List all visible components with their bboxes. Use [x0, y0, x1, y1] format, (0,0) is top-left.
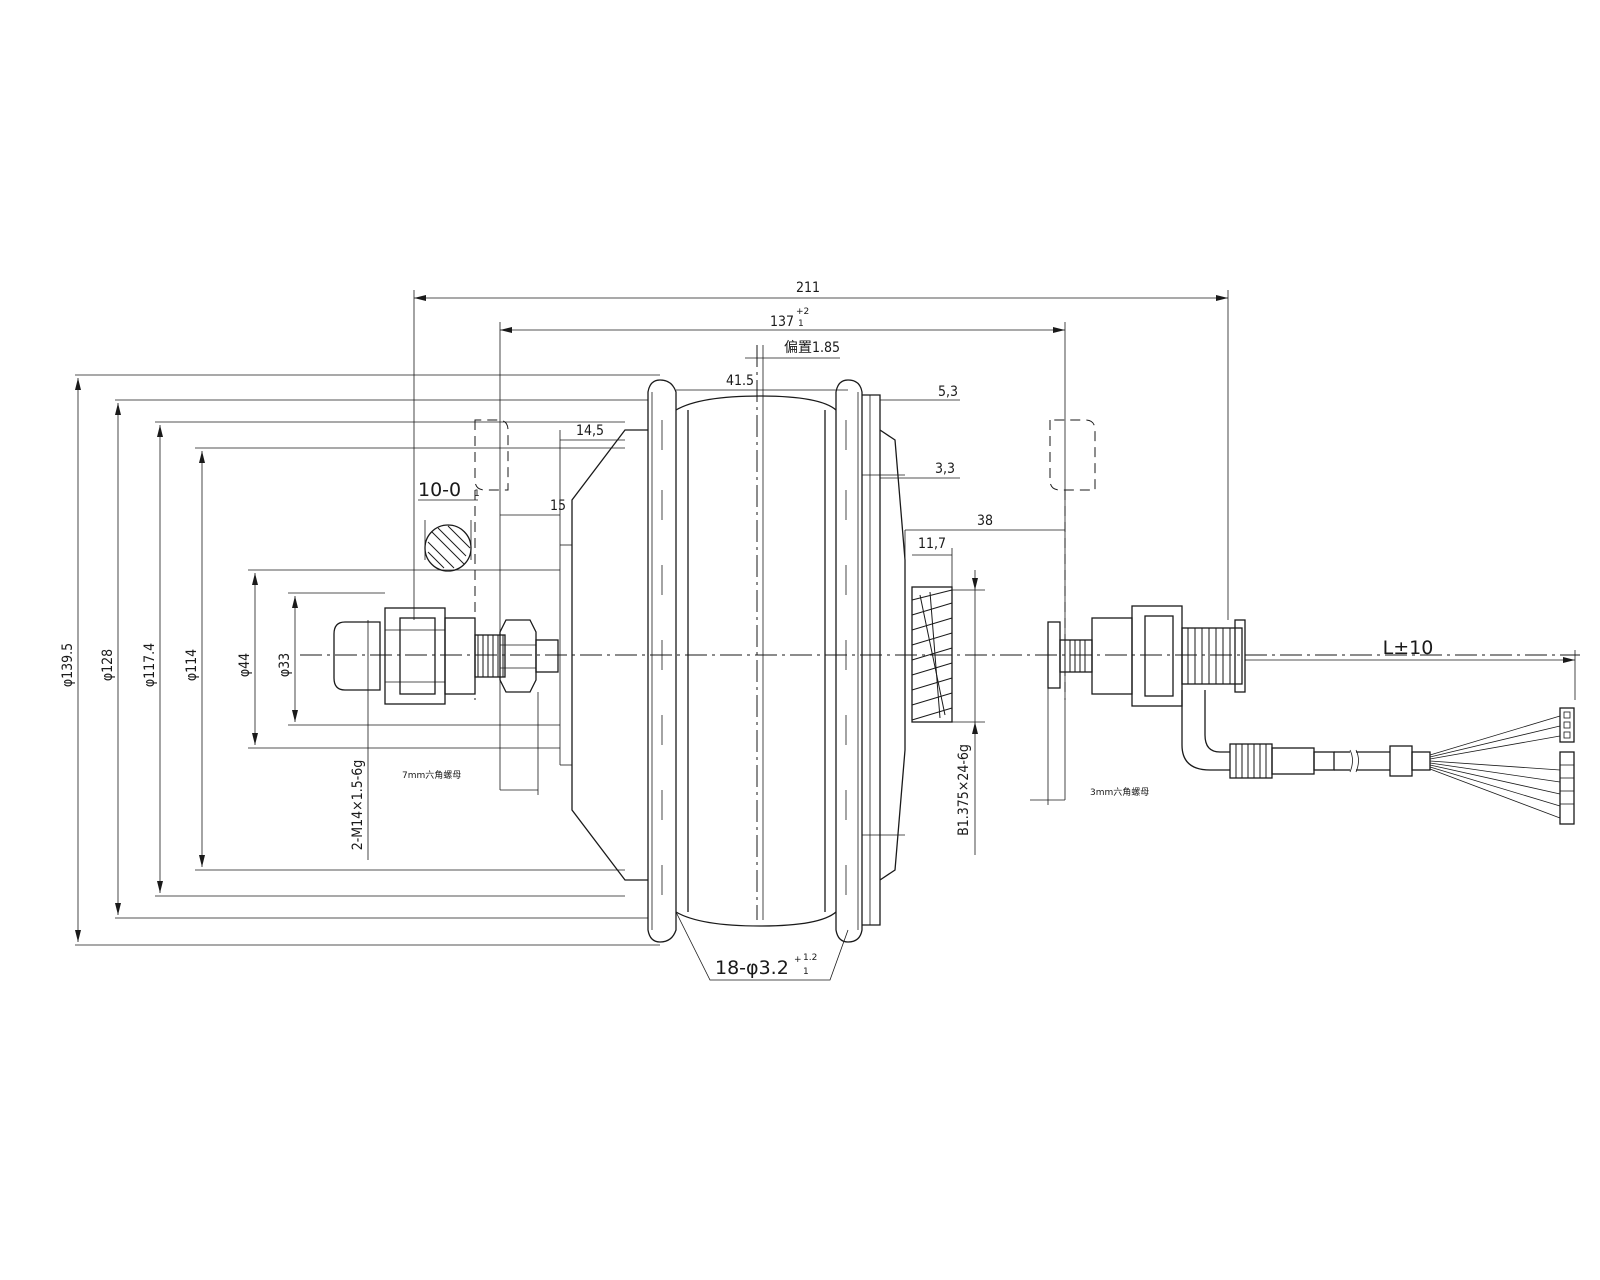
right-dropout-outline — [1049, 419, 1096, 491]
dim-offset: 偏置1.85 — [784, 340, 840, 356]
dim-3-3: 3,3 — [935, 461, 955, 477]
dim-dia-33: φ33 — [277, 653, 293, 677]
dim-flange-spacing-tol-lower: 1 — [798, 319, 804, 329]
dim-axle-flat-tol: 1 — [474, 489, 480, 499]
dim-38: 38 — [977, 513, 993, 529]
spoke-holes-tol-upper: + — [794, 955, 802, 965]
dim-overall-length: 211 — [796, 280, 820, 296]
dim-5-3: 5,3 — [938, 384, 958, 400]
dim-flange-spacing-tol-upper: +2 — [796, 307, 809, 317]
right-axle-assembly — [1047, 605, 1575, 825]
dimension-lines — [75, 290, 1576, 981]
thread-freewheel-label: B1.375×24-6g — [956, 744, 972, 836]
spoke-holes-label: 18-φ3.2 — [715, 957, 789, 979]
dim-flange-spacing: 137 — [770, 314, 794, 330]
dim-14-5: 14,5 — [576, 423, 604, 439]
dim-dia-114: φ114 — [184, 649, 200, 681]
spoke-holes-tol-upper-val: 1.2 — [803, 953, 817, 963]
dim-dia-44: φ44 — [237, 653, 253, 677]
dim-flange-distance: 41.5 — [726, 373, 754, 389]
left-nut-note: 7mm六角螺母 — [402, 769, 461, 781]
hub-shell — [559, 379, 953, 943]
right-nut-note: 3mm六角螺母 — [1090, 786, 1149, 798]
left-axle-assembly — [333, 524, 559, 705]
dim-15: 15 — [550, 498, 566, 514]
left-dropout-outline — [474, 419, 509, 491]
wire-fanout — [1429, 715, 1561, 819]
dim-axle-flat: 10-0 — [418, 479, 461, 501]
dim-dia-117-4: φ117.4 — [142, 643, 158, 687]
dim-11-7: 11,7 — [918, 536, 946, 552]
freewheel-thread-hatch — [911, 589, 953, 721]
dim-cable-length: L±10 — [1383, 637, 1434, 659]
spoke-holes-tol-lower: 1 — [803, 967, 809, 977]
dim-dia-139-5: φ139.5 — [60, 643, 76, 687]
dimension-arrows — [75, 295, 1575, 942]
dim-dia-128: φ128 — [100, 649, 116, 681]
connector-small — [1559, 707, 1575, 743]
connector-large — [1559, 751, 1575, 825]
thread-left-label: 2-M14×1.5-6g — [350, 760, 366, 851]
